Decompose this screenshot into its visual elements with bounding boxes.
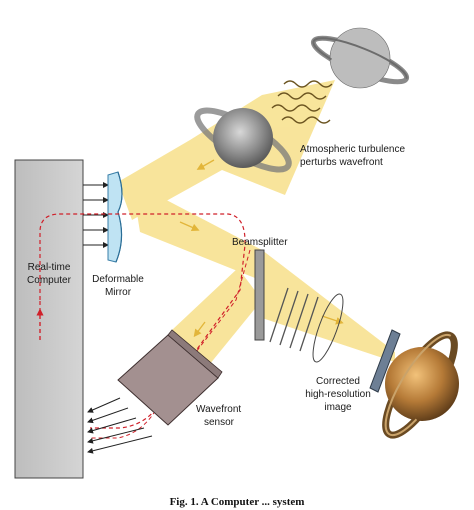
focusing-lens <box>312 293 344 363</box>
turbulence-waves <box>271 80 333 124</box>
mirror-label-line1: Deformable <box>92 274 144 285</box>
wavefront-sensor <box>117 329 223 426</box>
turbulence-label-line2: perturbs wavefront <box>300 157 383 168</box>
saturn-original <box>310 27 410 89</box>
computer-label-line2: Computer <box>27 275 72 286</box>
mirror-label-line2: Mirror <box>105 287 132 298</box>
deformable-mirror <box>107 171 123 263</box>
saturn-blurred <box>194 107 292 173</box>
beam-direction-arrows <box>179 159 344 338</box>
figure-caption: Fig. 1. A Computer ... system <box>170 496 305 508</box>
image-label-line1: Corrected <box>316 376 360 387</box>
image-label-line3: image <box>324 402 352 413</box>
image-label-line2: high-resolution <box>305 389 371 400</box>
sensor-beam <box>172 268 262 370</box>
image-detector <box>369 329 401 393</box>
mirror-control-arrows <box>83 182 109 248</box>
reflected-beam <box>132 182 262 280</box>
feedback-loop <box>39 213 246 429</box>
real-time-computer-box <box>14 159 84 479</box>
corrected-wavefront-lines <box>269 287 319 352</box>
sensor-label-line1: Wavefront <box>196 404 241 415</box>
feedback-loop-inner <box>90 249 251 439</box>
saturn-corrected <box>382 331 459 439</box>
beamsplitter <box>254 249 265 341</box>
turbulence-label-line1: Atmospheric turbulence <box>300 144 405 155</box>
sensor-data-arrows <box>87 397 153 454</box>
computer-label-line1: Real-time <box>28 262 71 273</box>
beamsplitter-label: Beamsplitter <box>232 237 288 248</box>
sensor-label-line2: sensor <box>204 417 235 428</box>
